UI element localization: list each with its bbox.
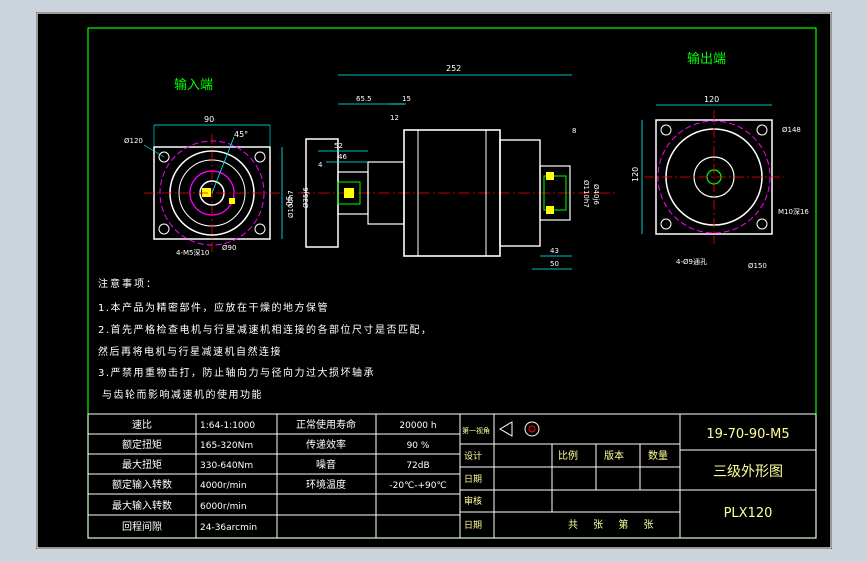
drawing-sheet: 输入端 输出端 90 90 45° Ø120 Ø90 4-M5深10 (36, 12, 832, 549)
dim-total: 252 (446, 64, 461, 73)
spec-table-border (87, 413, 461, 539)
spec-value: 1:64-1:1000 (200, 421, 255, 431)
spec-key: 环境温度 (306, 478, 346, 491)
dim-side-d: Ø40j6 (592, 184, 600, 205)
notes-line: 3.严禁用重物击打，防止轴向力与径向力过大损坏轴承 (98, 366, 375, 379)
drawing-code: 19-70-90-M5 (706, 427, 789, 442)
dim-output-120: 120 (704, 95, 719, 104)
qty-label: 数量 (648, 449, 668, 462)
review-label: 审核 (464, 495, 482, 507)
dim-output-phi148: Ø148 (782, 126, 801, 134)
dim-52: 52 (334, 142, 343, 150)
spec-value: 90 % (407, 441, 430, 451)
spec-key: 速比 (132, 419, 152, 431)
spec-key: 噪音 (316, 458, 336, 471)
output-end-label: 输出端 (687, 51, 726, 67)
dim-input-phi90: Ø90 (222, 244, 236, 252)
version-label: 版本 (604, 449, 624, 462)
dim-45deg: 45° (234, 130, 248, 139)
notes-line: 2.首先严格检查电机与行星减速机相连接的各部位尺寸是否匹配， (98, 323, 433, 336)
outer-border (36, 12, 832, 549)
output-bolt-hole (660, 124, 672, 136)
projection-label: 第一视角 (462, 426, 490, 435)
output-pilot (539, 165, 571, 221)
spec-key: 最大输入转数 (112, 499, 172, 512)
dim-4: 4 (318, 161, 323, 169)
output-bolt-hole (756, 218, 768, 230)
notes-line: 与齿轮而影响减速机的使用功能 (102, 388, 263, 401)
input-bolt-hole (254, 223, 266, 235)
input-bolt-hole (158, 151, 170, 163)
dim-input-phi120: Ø120 (124, 137, 143, 145)
model-name: PLX120 (724, 506, 773, 521)
output-shaft (543, 175, 567, 211)
date-label: 日期 (464, 474, 482, 485)
input-flange-view: 90 90 45° Ø120 Ø90 4-M5深10 (124, 115, 293, 257)
spec-key: 额定输入转数 (112, 478, 172, 491)
spec-value: 6000r/min (200, 502, 247, 512)
dim-43: 43 (550, 247, 559, 255)
coupling-mark (344, 188, 354, 198)
dim-input-90: 90 (204, 115, 214, 124)
spec-value: 165-320Nm (200, 441, 253, 451)
projection-symbol-icon (499, 421, 540, 437)
dim-output-holes: 4-Ø9通孔 (676, 257, 707, 266)
dim-46: 46 (338, 153, 347, 161)
spec-key: 回程间隙 (122, 520, 162, 533)
dim-12: 12 (390, 114, 399, 122)
input-bolt-hole (254, 151, 266, 163)
notes-line: 然后再将电机与行星减速机自然连接 (98, 345, 282, 358)
notes-title: 注意事项： (98, 277, 158, 290)
title-block-text: 第一视角 设计 比例 版本 数量 日期 审核 日期 共 张 第 张 19-70-… (462, 421, 790, 531)
dim-15: 15 (402, 95, 411, 103)
sheets-label: 共 张 第 张 (568, 518, 660, 531)
spec-rows: 速比 1:64-1:1000 正常使用寿命 20000 h 额定扭矩 165-3… (112, 418, 447, 533)
dim-input-holes: 4-M5深10 (176, 248, 209, 257)
dim-output-m10: M10深16 (778, 207, 809, 216)
dim-output-phi150: Ø150 (748, 262, 767, 270)
spec-key: 正常使用寿命 (296, 418, 356, 431)
output-flange-view: 120 120 Ø148 M10深16 4-Ø9通孔 Ø150 (631, 95, 809, 270)
spec-value: 72dB (406, 461, 429, 471)
output-bolt-hole (660, 218, 672, 230)
spec-key: 传递效率 (306, 438, 346, 451)
inner-border (87, 27, 817, 539)
leader (143, 144, 165, 158)
spec-value: 330-640Nm (200, 461, 253, 471)
spec-table (87, 413, 461, 539)
spec-value: 4000r/min (200, 481, 247, 491)
spec-value: 24-36arcmin (200, 523, 257, 533)
input-clamp-mark (229, 198, 235, 204)
notes-block: 注意事项： 1.本产品为精密部件，应放在干燥的地方保管 2.首先严格检查电机与行… (98, 277, 433, 401)
output-bolt-hole (756, 124, 768, 136)
drawing-canvas: 输入端 输出端 90 90 45° Ø120 Ø90 4-M5深10 (36, 12, 832, 549)
drawing-name: 三级外形图 (713, 464, 783, 480)
dim-input-90v: 90 (284, 196, 293, 206)
dim-output-120v: 120 (631, 167, 640, 182)
ratio-label: 比例 (558, 449, 578, 462)
side-view: 252 65.5 15 12 8 52 46 4 Ø100h7 Ø35j6 Ø1… (287, 64, 618, 270)
input-bolt-hole (158, 223, 170, 235)
dim-8: 8 (572, 127, 576, 135)
output-key (546, 172, 554, 180)
date-label: 日期 (464, 520, 482, 531)
spec-key: 额定扭矩 (122, 438, 162, 451)
spec-value: 20000 h (399, 421, 436, 431)
input-end-label: 输入端 (174, 77, 213, 93)
design-label: 设计 (464, 450, 482, 462)
dim-65-5: 65.5 (356, 95, 372, 103)
spec-key: 最大扭矩 (122, 458, 162, 471)
input-clamp-mark (202, 188, 211, 197)
dim-50: 50 (550, 260, 559, 268)
spec-value: -20℃-+90℃ (389, 481, 446, 491)
title-block (459, 413, 817, 539)
angle-line (211, 136, 235, 194)
dim-side-b: Ø35j6 (302, 187, 310, 208)
notes-line: 1.本产品为精密部件，应放在干燥的地方保管 (98, 301, 329, 314)
input-coupling (337, 181, 361, 205)
dim-side-c: Ø110h7 (582, 180, 590, 208)
output-key (546, 206, 554, 214)
dim-side-a: Ø100h7 (287, 190, 295, 218)
